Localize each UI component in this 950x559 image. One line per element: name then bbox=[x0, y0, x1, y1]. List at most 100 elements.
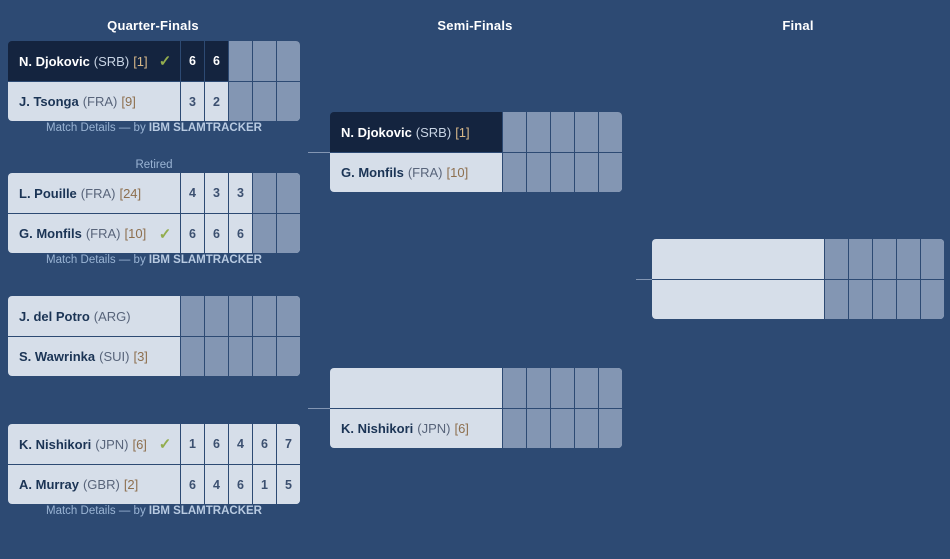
match-card[interactable]: K. Nishikori(JPN)[6] bbox=[330, 368, 622, 448]
set-scores bbox=[502, 368, 622, 408]
set-score-cell-empty bbox=[204, 296, 228, 336]
set-score-cell-empty bbox=[276, 296, 300, 336]
connector-sf2 bbox=[308, 408, 334, 409]
player-seed: [10] bbox=[446, 165, 469, 180]
set-score-cell-empty bbox=[598, 112, 622, 152]
set-score-cell-empty bbox=[598, 153, 622, 192]
match-details-label: Match Details — by bbox=[46, 254, 149, 266]
player-seed: [6] bbox=[454, 421, 469, 436]
player-seed: [1] bbox=[133, 53, 148, 69]
player-name: S. Wawrinka(SUI)[3] bbox=[8, 337, 150, 376]
set-score-cell-empty bbox=[824, 280, 848, 319]
winner-check-icon: ✓ bbox=[158, 225, 172, 243]
set-score-cell-empty bbox=[526, 409, 550, 448]
column-header-semi-finals: Semi-Finals bbox=[437, 18, 513, 33]
player-surname: S. Wawrinka bbox=[19, 349, 96, 364]
set-score-cell: 6 bbox=[180, 214, 204, 253]
player-row[interactable]: G. Monfils(FRA)[10] bbox=[330, 152, 622, 192]
set-score-cell: 6 bbox=[204, 424, 228, 464]
set-score-cell-empty bbox=[228, 41, 252, 81]
winner-check-icon: ✓ bbox=[158, 53, 172, 70]
match-details-link[interactable]: Match Details — by IBM SLAMTRACKER bbox=[8, 253, 300, 268]
player-row[interactable]: N. Djokovic(SRB)[1] bbox=[330, 112, 622, 152]
player-surname: A. Murray bbox=[19, 477, 79, 492]
match-card[interactable] bbox=[652, 239, 944, 319]
player-country: (JPN) bbox=[95, 436, 129, 452]
set-score-cell: 3 bbox=[180, 82, 204, 121]
column-header-final: Final bbox=[782, 18, 814, 33]
player-name: L. Pouille(FRA)[24] bbox=[8, 173, 150, 213]
player-country: (GBR) bbox=[82, 477, 120, 492]
player-row[interactable]: S. Wawrinka(SUI)[3] bbox=[8, 336, 300, 376]
set-score-cell-empty bbox=[550, 368, 574, 408]
set-score-cell-empty bbox=[848, 239, 872, 279]
winner-check-icon: ✓ bbox=[158, 436, 172, 453]
player-row[interactable]: K. Nishikori(JPN)[6] bbox=[330, 408, 622, 448]
set-scores bbox=[502, 409, 622, 448]
match-details-link[interactable]: Match Details — by IBM SLAMTRACKER bbox=[8, 504, 300, 519]
set-score-cell-empty bbox=[180, 296, 204, 336]
match-details-link[interactable]: Match Details — by IBM SLAMTRACKER bbox=[8, 121, 300, 136]
set-score-cell: 6 bbox=[228, 214, 252, 253]
set-score-cell-empty bbox=[896, 280, 920, 319]
player-seed: [1] bbox=[455, 124, 470, 140]
set-score-cell-empty bbox=[276, 82, 300, 121]
check-placeholder bbox=[150, 337, 180, 376]
player-name: A. Murray(GBR)[2] bbox=[8, 465, 150, 504]
check-placeholder bbox=[150, 173, 180, 213]
player-row-empty[interactable] bbox=[652, 239, 944, 279]
set-score-cell-empty bbox=[574, 153, 598, 192]
set-score-cell: 2 bbox=[204, 82, 228, 121]
player-surname: N. Djokovic bbox=[19, 53, 90, 69]
set-scores bbox=[502, 153, 622, 192]
set-score-cell-empty bbox=[252, 214, 276, 253]
player-name: G. Monfils(FRA)[10] bbox=[8, 214, 150, 253]
set-score-cell: 6 bbox=[204, 41, 228, 81]
player-row-empty[interactable] bbox=[652, 279, 944, 319]
set-score-cell: 6 bbox=[180, 41, 204, 81]
player-seed: [3] bbox=[133, 349, 148, 364]
player-name bbox=[652, 280, 824, 319]
player-surname: G. Monfils bbox=[341, 165, 404, 180]
set-score-cell-empty bbox=[252, 41, 276, 81]
set-score-cell-empty bbox=[872, 280, 896, 319]
set-score-cell-empty bbox=[180, 337, 204, 376]
player-surname: N. Djokovic bbox=[341, 124, 412, 140]
player-name: J. del Potro(ARG) bbox=[8, 296, 150, 336]
player-surname: J. Tsonga bbox=[19, 94, 79, 109]
player-row-empty[interactable] bbox=[330, 368, 622, 408]
match-block: J. del Potro(ARG)S. Wawrinka(SUI)[3] bbox=[8, 296, 300, 376]
connector-sf1 bbox=[308, 152, 334, 153]
set-scores bbox=[180, 337, 300, 376]
check-placeholder bbox=[150, 296, 180, 336]
set-score-cell: 6 bbox=[180, 465, 204, 504]
player-surname: K. Nishikori bbox=[19, 436, 92, 452]
player-seed: [9] bbox=[121, 94, 136, 109]
player-row[interactable]: J. del Potro(ARG) bbox=[8, 296, 300, 336]
match-block bbox=[652, 239, 944, 319]
player-country: (FRA) bbox=[82, 94, 118, 109]
player-surname: L. Pouille bbox=[19, 185, 77, 201]
set-score-cell: 3 bbox=[204, 173, 228, 213]
set-score-cell-empty bbox=[824, 239, 848, 279]
match-card[interactable]: N. Djokovic(SRB)[1]G. Monfils(FRA)[10] bbox=[330, 112, 622, 192]
match-card[interactable]: J. del Potro(ARG)S. Wawrinka(SUI)[3] bbox=[8, 296, 300, 376]
set-score-cell: 6 bbox=[204, 214, 228, 253]
set-score-cell: 6 bbox=[228, 465, 252, 504]
